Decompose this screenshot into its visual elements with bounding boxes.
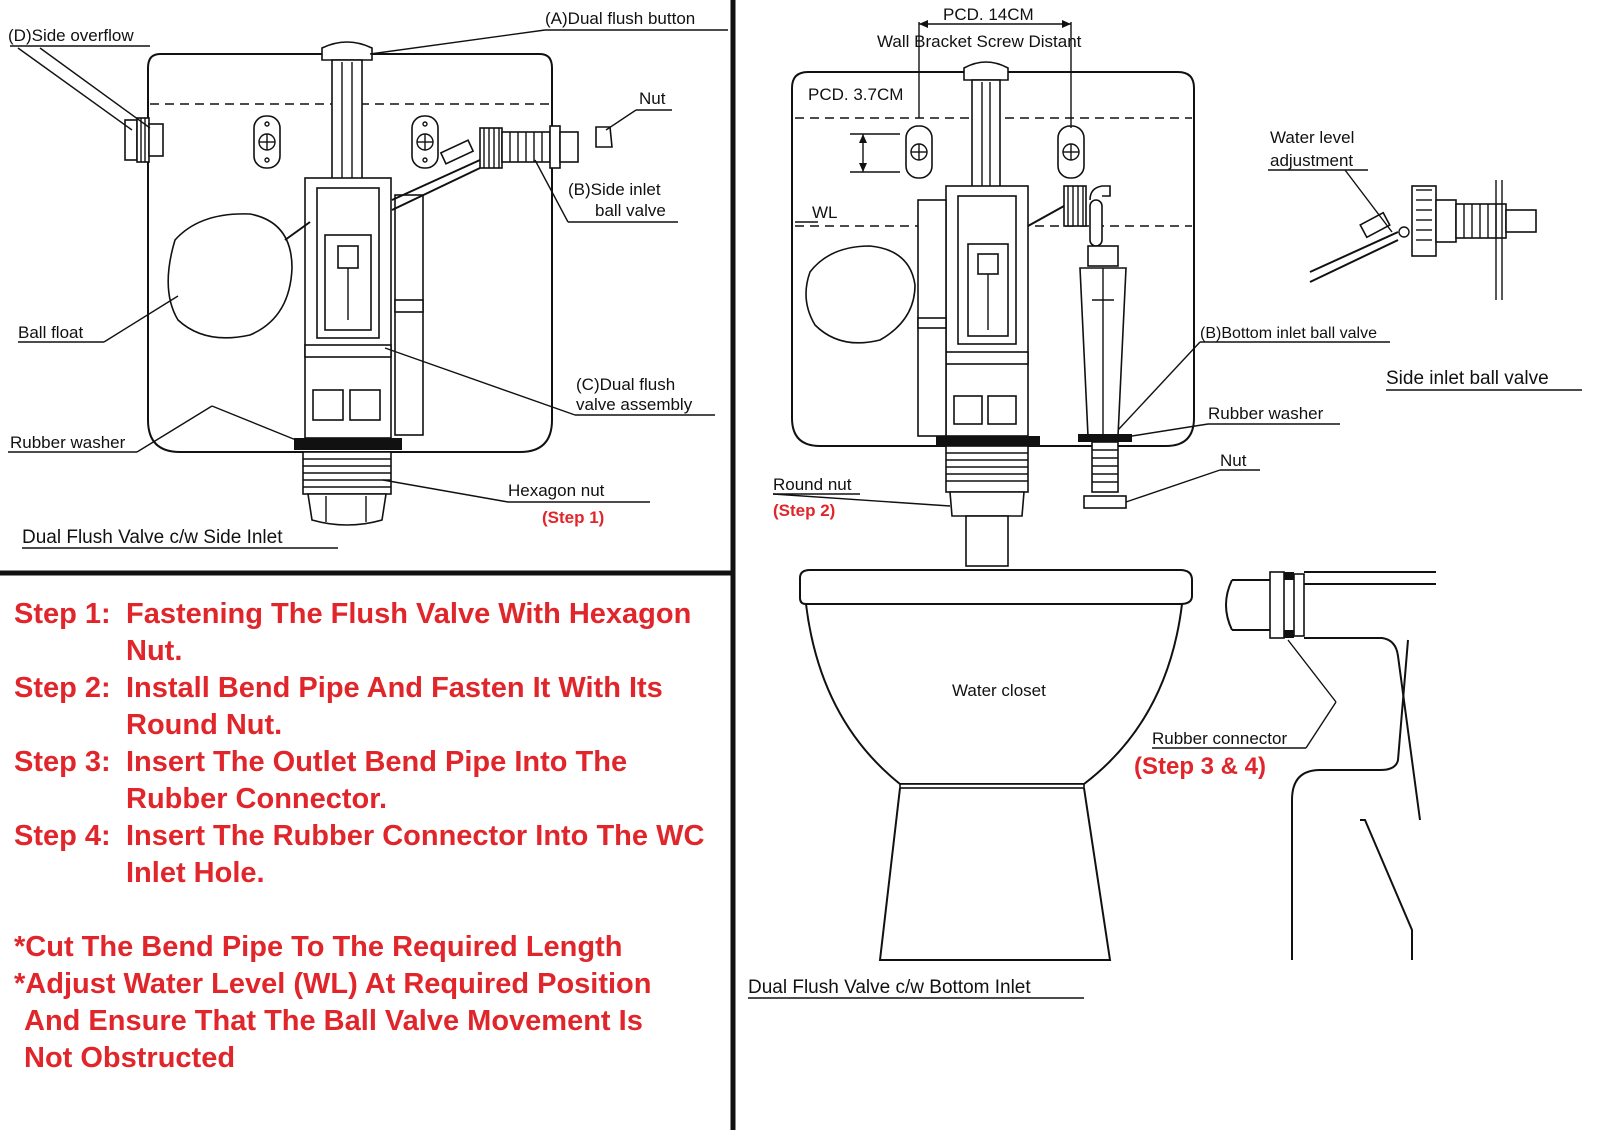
label-bottom-inlet-ball-valve: (B)Bottom inlet ball valve [1200,325,1377,342]
step-4: Step 4: Insert The Rubber Connector Into… [14,818,714,892]
panel-borders [0,0,736,1130]
step-3-text: Insert The Outlet Bend Pipe Into The Rub… [126,746,628,815]
caption-side-inlet: Dual Flush Valve c/w Side Inlet [22,527,283,548]
label-water-level-adjustment: Water level [1270,128,1354,147]
side-inlet-cistern [124,41,613,526]
label-dual-flush-valve-assembly-2: valve assembly [576,395,693,414]
label-rubber-washer: Rubber washer [10,433,126,452]
label-rubber-washer-right: Rubber washer [1208,404,1324,423]
caption-bottom-inlet: Dual Flush Valve c/w Bottom Inlet [748,977,1031,998]
label-hexagon-nut: Hexagon nut [508,481,605,500]
label-water-closet: Water closet [952,681,1046,700]
label-side-inlet-ball-valve-2: ball valve [595,201,666,220]
label-pcd-14cm: PCD. 14CM [943,5,1034,24]
left-leader-lines [8,29,728,549]
label-rubber-connector: Rubber connector [1152,729,1287,748]
right-leader-lines [748,169,1582,999]
label-side-inlet-ball-valve-detail: Side inlet ball valve [1386,368,1549,389]
left-labels: (D)Side overflow (A)Dual flush button Nu… [8,9,695,548]
label-step-3-4: (Step 3 & 4) [1134,753,1266,780]
label-ball-float: Ball float [18,323,83,342]
side-inlet-valve-detail [1309,180,1537,300]
label-step-1: (Step 1) [542,508,604,527]
label-nut: Nut [639,89,666,108]
step-2-label: Step 2: [14,672,111,704]
note-adjust-water-level-line-3: Not Obstructed [24,1042,236,1074]
note-adjust-water-level: *Adjust Water Level (WL) At Required Pos… [14,968,652,1000]
step-3-label: Step 3: [14,746,111,778]
label-round-nut: Round nut [773,475,852,494]
note-cut-bend-pipe: *Cut The Bend Pipe To The Required Lengt… [14,931,623,963]
step-4-label: Step 4: [14,820,111,852]
step-2: Step 2: Install Bend Pipe And Fasten It … [14,670,714,744]
water-closet [799,569,1436,961]
label-side-overflow: (D)Side overflow [8,26,134,45]
label-side-inlet-ball-valve: (B)Side inlet [568,180,661,199]
step-3: Step 3: Insert The Outlet Bend Pipe Into… [14,744,714,818]
label-dual-flush-valve-assembly: (C)Dual flush [576,375,675,394]
label-pcd-3-7cm: PCD. 3.7CM [808,85,903,104]
step-4-text: Insert The Rubber Connector Into The WC … [126,820,705,889]
right-labels: PCD. 14CM Wall Bracket Screw Distant PCD… [748,5,1549,998]
step-2-text: Install Bend Pipe And Fasten It With Its… [126,672,663,741]
label-wall-bracket-screw-distant: Wall Bracket Screw Distant [877,32,1082,51]
label-dual-flush-button: (A)Dual flush button [545,9,695,28]
bottom-inlet-cistern [791,20,1195,567]
label-step-2: (Step 2) [773,501,835,520]
label-water-level-adjustment-2: adjustment [1270,151,1353,170]
label-nut-right: Nut [1220,451,1247,470]
step-1-label: Step 1: [14,598,111,630]
step-1: Step 1: Fastening The Flush Valve With H… [14,596,714,670]
installation-steps: Step 1: Fastening The Flush Valve With H… [14,596,714,1077]
note-adjust-water-level-line-2: And Ensure That The Ball Valve Movement … [24,1005,643,1037]
step-1-text: Fastening The Flush Valve With Hexagon N… [126,598,692,667]
label-wl: WL [812,203,838,222]
